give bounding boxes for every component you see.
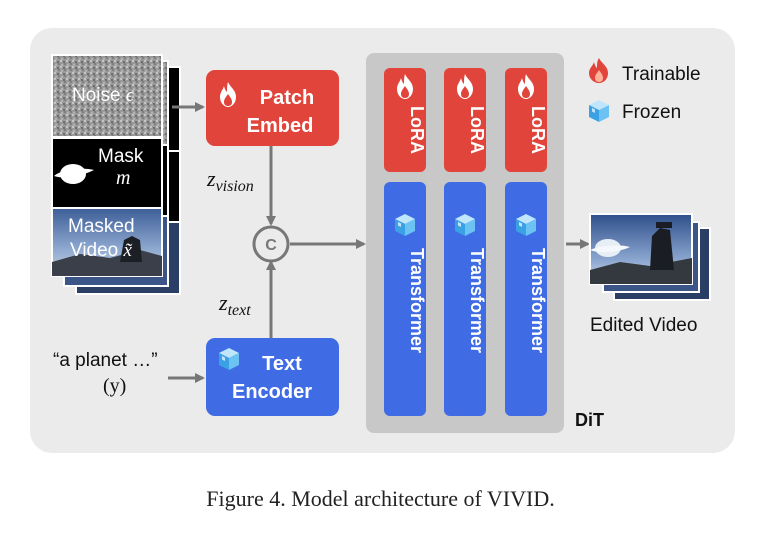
lora-label-3: LoRA	[528, 106, 548, 154]
dit-column-1: LoRA Transformer	[384, 68, 427, 416]
dit-column-2: LoRA Transformer	[444, 68, 487, 416]
prompt-text: “a planet …”	[53, 350, 158, 371]
figure-caption: Figure 4. Model architecture of VIVID.	[206, 486, 555, 511]
legend-frozen-label: Frozen	[622, 102, 681, 123]
lora-block-1	[384, 68, 426, 172]
transformer-label-2: Transformer	[467, 248, 487, 353]
patch-embed-block	[206, 70, 339, 146]
architecture-diagram: Noise ϵ Mask m Masked Video x̃ “a planet…	[30, 28, 735, 453]
z-vision-label: zvision	[206, 166, 254, 195]
transformer-block-1	[384, 182, 426, 416]
edited-video-label: Edited Video	[590, 315, 697, 336]
dit-column-3: LoRA Transformer	[505, 68, 548, 416]
patch-embed-label-2: Embed	[247, 115, 314, 137]
legend-trainable-label: Trainable	[622, 64, 701, 85]
transformer-block-3	[505, 182, 547, 416]
text-encoder-label-1: Text	[262, 353, 302, 375]
transformer-label-1: Transformer	[407, 248, 427, 353]
mask-label: Mask	[98, 146, 144, 167]
lora-block-2	[444, 68, 486, 172]
edited-video-output	[589, 213, 711, 301]
noise-label: Noise ϵ	[72, 85, 135, 106]
legend: Trainable Frozen	[589, 58, 701, 123]
legend-flame-icon	[589, 58, 608, 83]
z-text-label: ztext	[218, 290, 251, 319]
masked-video-label-1: Masked	[68, 216, 135, 237]
text-encoder-block	[206, 338, 339, 416]
concat-node	[252, 225, 290, 263]
mask-symbol: m	[116, 167, 130, 189]
lora-label-1: LoRA	[407, 106, 427, 154]
concat-symbol: C	[265, 237, 277, 254]
transformer-block-2	[444, 182, 486, 416]
text-encoder-label-2: Encoder	[232, 381, 312, 403]
masked-video-input	[51, 207, 181, 295]
prompt-symbol: (y)	[103, 375, 126, 397]
masked-video-label-2: Video x̃	[70, 240, 133, 261]
lora-label-2: LoRA	[467, 106, 487, 154]
lora-block-3	[505, 68, 547, 172]
patch-embed-label-1: Patch	[260, 87, 314, 109]
dit-label: DiT	[575, 410, 604, 430]
transformer-label-3: Transformer	[528, 248, 548, 353]
